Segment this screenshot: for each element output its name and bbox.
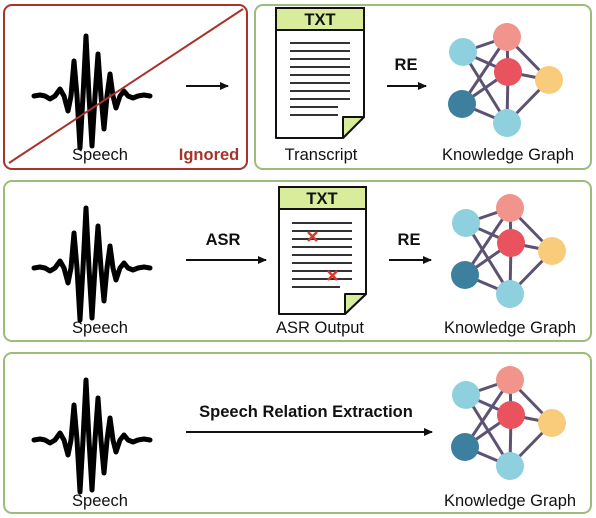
asr-output-document-icon — [278, 186, 367, 315]
re-arrow-label: RE — [398, 231, 421, 249]
asr-pipeline-panel — [3, 180, 592, 342]
transcript-document-icon — [275, 7, 365, 139]
speech-waveform-icon — [34, 380, 150, 492]
speech-label: Speech — [72, 319, 128, 337]
asr-output-label: ASR Output — [276, 319, 364, 337]
speech-label: Speech — [72, 146, 128, 164]
knowledge-graph-icon — [448, 23, 563, 137]
knowledge-graph-label: Knowledge Graph — [442, 146, 574, 164]
knowledge-graph-icon — [451, 366, 566, 480]
speech-re-panel — [3, 352, 592, 514]
speech-waveform-icon — [34, 36, 150, 148]
doc-header-txt: TXT — [306, 190, 337, 208]
ignored-label: Ignored — [179, 146, 240, 164]
speech-label: Speech — [72, 492, 128, 510]
doc-header-txt: TXT — [304, 11, 335, 29]
re-arrow-label: RE — [395, 56, 418, 74]
knowledge-graph-label: Knowledge Graph — [444, 319, 576, 337]
asr-arrow-label: ASR — [206, 231, 241, 249]
knowledge-graph-icon — [451, 194, 566, 308]
speech-re-arrow-label: Speech Relation Extraction — [199, 403, 413, 421]
ignored-speech-panel — [3, 4, 248, 170]
error-mark-icon — [307, 231, 338, 281]
knowledge-graph-label: Knowledge Graph — [444, 492, 576, 510]
strike-through-line — [8, 8, 244, 164]
transcript-label: Transcript — [285, 146, 358, 164]
speech-waveform-icon — [34, 208, 150, 320]
transcript-pipeline-panel — [254, 4, 592, 170]
